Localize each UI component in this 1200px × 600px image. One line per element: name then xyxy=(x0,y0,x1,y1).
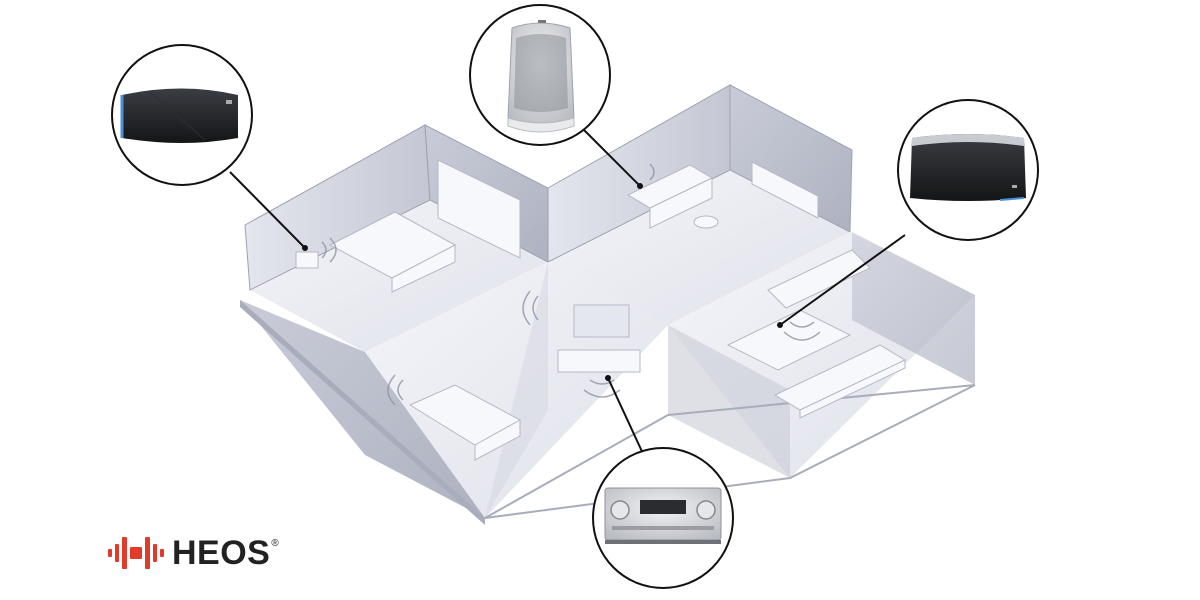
desk-front xyxy=(649,177,713,229)
nightstand xyxy=(295,251,319,269)
kitchen-cabinets xyxy=(767,249,871,309)
bed-front xyxy=(391,244,456,293)
kitchen-right-wall xyxy=(852,232,975,385)
av-receiver-icon xyxy=(604,487,722,544)
heos-5-speaker-icon xyxy=(910,134,1026,201)
tv-cabinet xyxy=(557,349,641,373)
kitchen-counter xyxy=(726,309,852,371)
kitchen-front-wall xyxy=(668,325,790,478)
living-back-wall xyxy=(485,262,548,518)
callout-lines xyxy=(229,127,906,459)
callout-dots xyxy=(302,183,783,381)
heos-logo: HEOS® xyxy=(108,528,279,578)
living-callout-line xyxy=(607,377,646,459)
kitchen-callout-line xyxy=(779,234,906,326)
sofa-front xyxy=(474,419,521,461)
office-floor xyxy=(548,170,850,325)
house-structure xyxy=(240,84,976,525)
bedroom-callout-line xyxy=(229,171,306,249)
heos-1-speaker-icon xyxy=(507,20,575,133)
furniture xyxy=(295,159,907,461)
tv-screen xyxy=(573,304,630,338)
office-speaker-callout xyxy=(469,4,611,146)
registered-mark: ® xyxy=(271,537,279,549)
heos-wordmark: HEOS xyxy=(172,534,271,572)
office-chair xyxy=(693,215,719,229)
dining-table-front xyxy=(799,359,906,419)
living-room-amplifier-callout xyxy=(592,447,734,589)
office-callout-line xyxy=(581,127,641,187)
kitchen-speaker-callout xyxy=(897,99,1039,241)
wardrobe xyxy=(437,159,521,259)
office-shelf xyxy=(751,161,819,219)
heos-3-speaker-icon xyxy=(120,88,238,143)
house-base-left xyxy=(240,300,485,525)
sound-waves xyxy=(321,163,821,406)
heos-logo-mark-icon xyxy=(108,537,164,569)
bedroom-speaker-callout xyxy=(111,44,253,186)
